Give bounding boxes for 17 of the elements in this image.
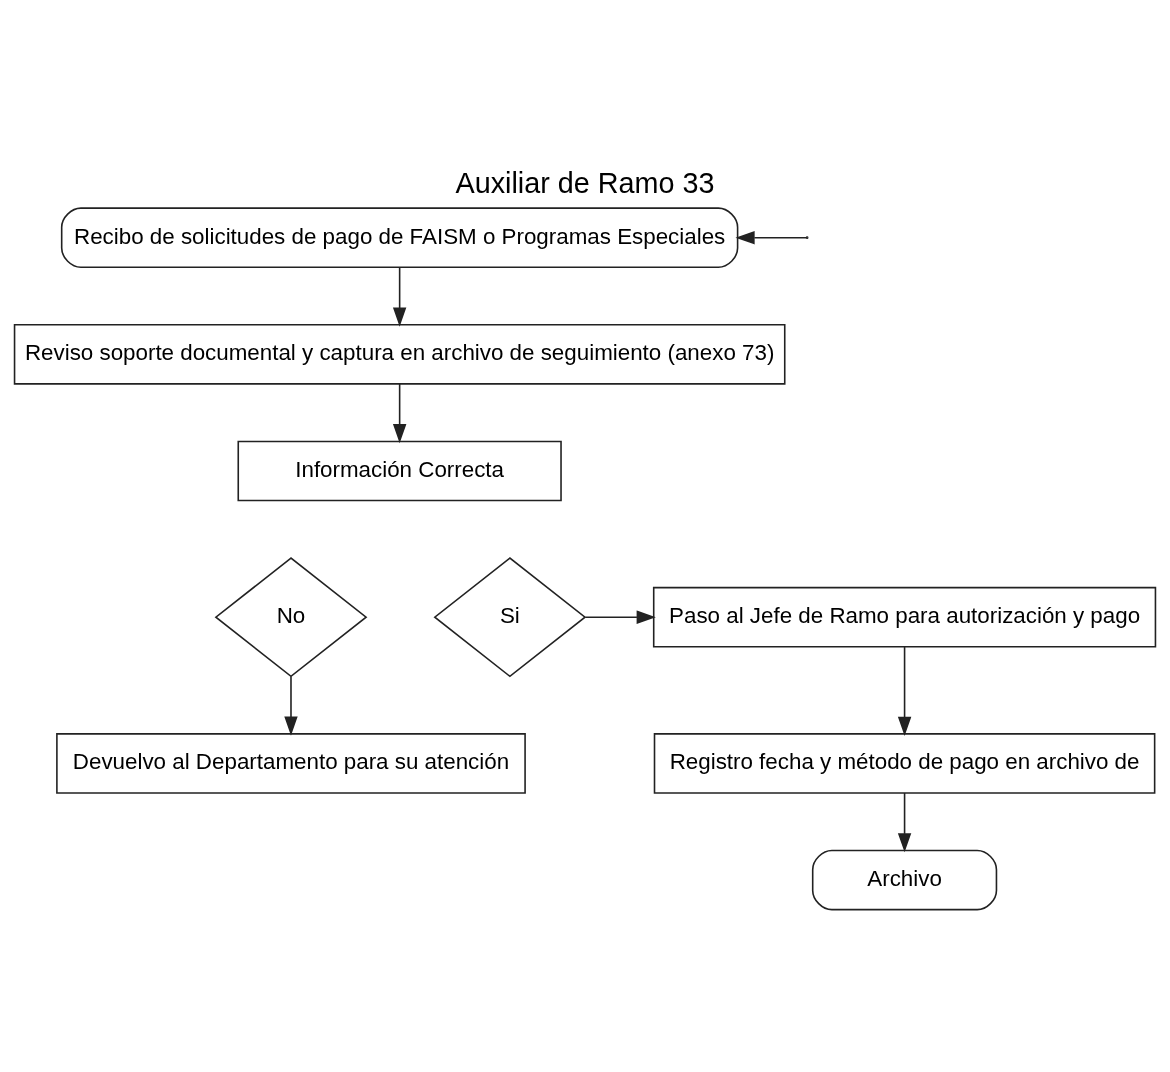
- arrow: [584, 609, 656, 624]
- node-box: Devuelvo al Departamento para su atención: [56, 732, 526, 794]
- arrow: [897, 791, 912, 852]
- diagram-title: Auxiliar de Ramo 33: [455, 166, 715, 199]
- arrow: [392, 382, 407, 443]
- node-box: Reviso soporte documental y captura en archivo de seguimiento (anexo 73): [13, 323, 786, 385]
- node-box: Registro fecha y método de pago en archivo de: [653, 732, 1156, 794]
- node-box: Archivo: [811, 849, 998, 910]
- arrow: [392, 266, 407, 327]
- arrow: [735, 230, 807, 244]
- arrow: [284, 675, 298, 736]
- node-diamond: Si: [433, 556, 587, 677]
- node-diamond: No: [214, 556, 368, 677]
- node-box: Información Correcta: [237, 440, 562, 501]
- node-box: Recibo de solicitudes de pago de FAISM o Programas Especiales: [60, 206, 739, 268]
- arrow: [897, 645, 912, 736]
- node-box: Paso al Jefe de Ramo para autorización y pago: [652, 586, 1157, 648]
